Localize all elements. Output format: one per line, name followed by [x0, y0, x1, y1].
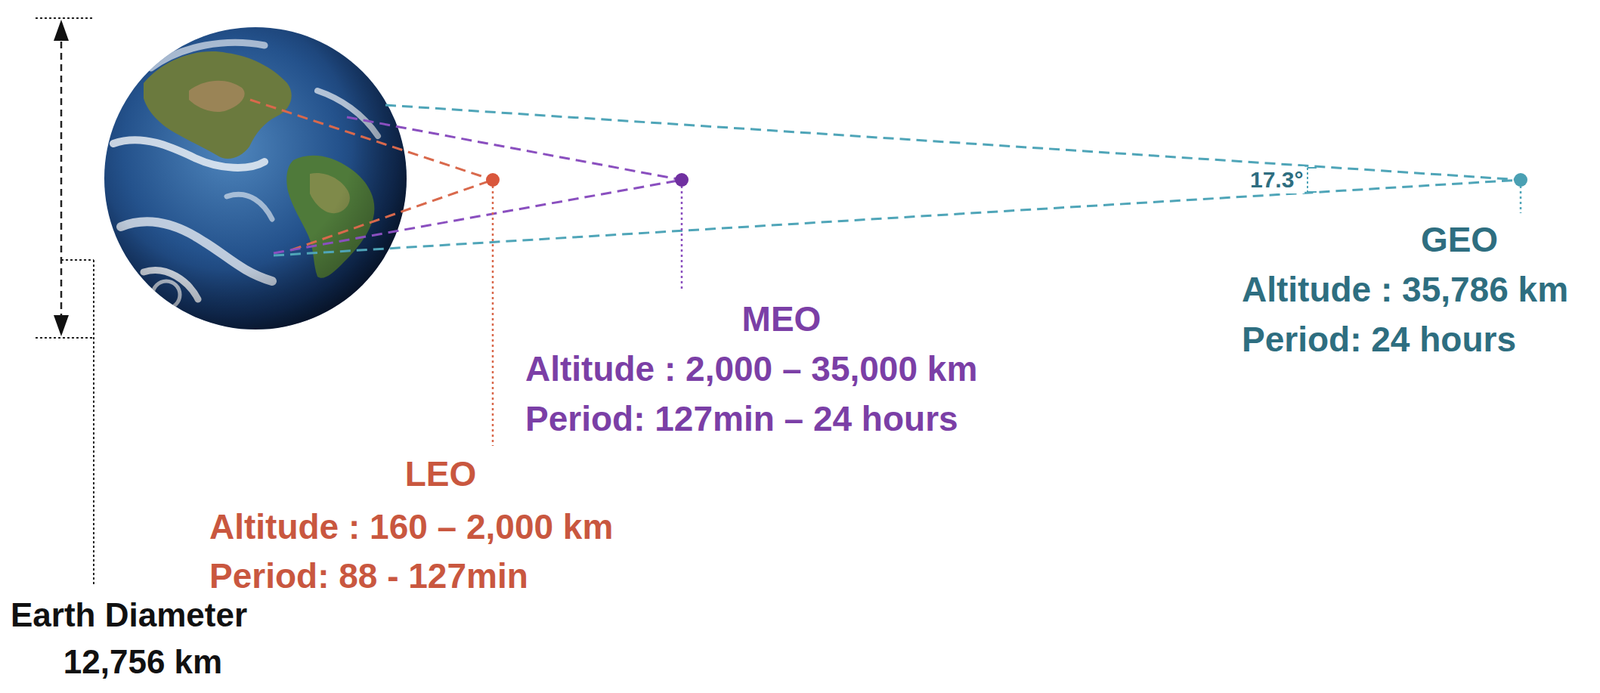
orbit-name: GEO: [1420, 219, 1498, 261]
altitude-text: Altitude : 35,786 km: [1241, 269, 1569, 311]
period-text: Period: 127min – 24 hours: [525, 398, 959, 440]
dimension-value: 12,756 km: [63, 642, 223, 683]
leo-leader: [492, 185, 495, 446]
dimension-caption: Earth Diameter: [10, 595, 248, 636]
meo-satellite: [674, 173, 689, 187]
geo-coverage-lines: [273, 105, 1521, 256]
angle-label: 17.3°: [1248, 166, 1305, 194]
altitude-text: Altitude : 160 – 2,000 km: [209, 506, 613, 548]
orbit-name: LEO: [405, 453, 477, 496]
earth-globe: [104, 27, 407, 330]
geo-satellite: [1513, 173, 1528, 187]
altitude-text: Altitude : 2,000 – 35,000 km: [525, 348, 978, 390]
period-text: Period: 88 - 127min: [209, 555, 529, 598]
diameter-dimension: [35, 18, 94, 587]
geo-leader: [1519, 185, 1523, 214]
angle-marker: [1307, 167, 1317, 192]
meo-coverage-lines: [273, 117, 682, 254]
meo-leader: [680, 185, 684, 292]
period-text: Period: 24 hours: [1241, 318, 1517, 361]
leo-satellite: [485, 173, 500, 187]
orbit-name: MEO: [742, 298, 822, 341]
